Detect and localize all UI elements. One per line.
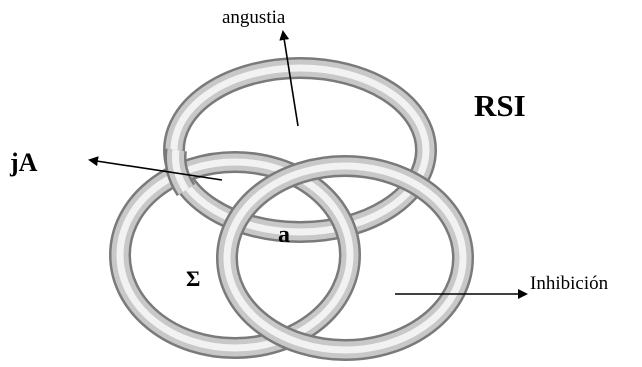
ring-top-overlap-segment <box>164 148 196 197</box>
label-ja: jA <box>10 148 38 177</box>
label-sigma: Σ <box>186 266 201 291</box>
ring-right <box>216 155 474 361</box>
ring-left <box>109 151 361 359</box>
label-angustia: angustia <box>222 7 286 28</box>
arrow-ja <box>88 156 223 181</box>
label-rsi: RSI <box>474 88 526 123</box>
label-a: a <box>278 222 290 248</box>
ring-top <box>163 57 437 243</box>
label-inhibicion: Inhibición <box>530 273 609 294</box>
arrow-angustia <box>279 30 299 127</box>
